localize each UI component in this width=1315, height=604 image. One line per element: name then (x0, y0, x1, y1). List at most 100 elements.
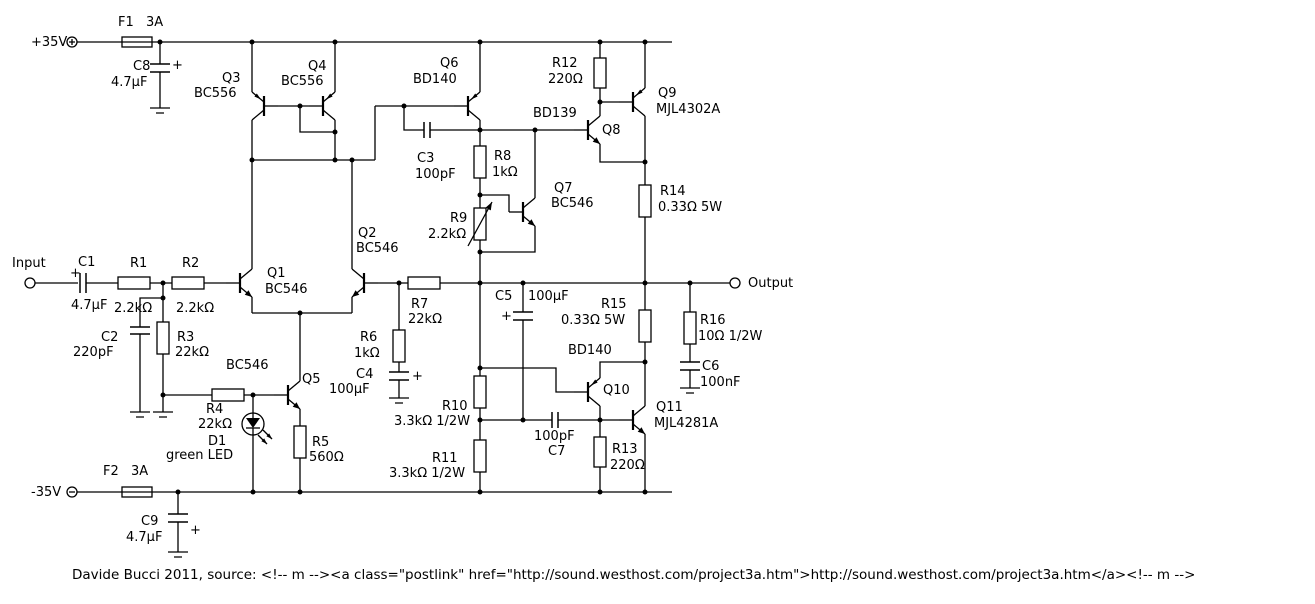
c3-value: 100pF (415, 167, 456, 182)
r5-value: 560Ω (309, 450, 344, 465)
transistor-q9: Q9 MJL4302A (617, 86, 720, 118)
input-label: Input (12, 256, 46, 271)
transistor-q1: Q1 BC546 (224, 266, 308, 299)
c4-ref: C4 (356, 367, 373, 382)
transistor-q7: Q7 BC546 (507, 181, 594, 228)
c6-value: 100nF (700, 375, 741, 390)
c8-plus: + (172, 58, 183, 73)
vneg-terminal: -35V (31, 485, 78, 500)
capacitor-c1: C1 + 4.7µF (70, 255, 107, 313)
q3-value: BC556 (194, 86, 237, 101)
c1-ref: C1 (78, 255, 95, 270)
c4-value: 100µF (329, 382, 370, 397)
c7-ref: C7 (548, 444, 565, 459)
r13-value: 220Ω (610, 458, 645, 473)
q4-ref: Q4 (308, 59, 327, 74)
vneg-label: -35V (31, 485, 61, 500)
q3-ref: Q3 (222, 71, 241, 86)
caption: Davide Bucci 2011, source: <!-- m --><a … (72, 567, 1195, 583)
junction-dots (157, 39, 693, 495)
r15-ref: R15 (601, 297, 627, 312)
r6-ref: R6 (360, 330, 377, 345)
r14-value: 0.33Ω 5W (658, 200, 722, 215)
q5-value: BC546 (226, 358, 269, 373)
c9-ref: C9 (141, 514, 158, 529)
c7-value: 100pF (534, 429, 575, 444)
q1-ref: Q1 (267, 266, 286, 281)
c5-plus: + (501, 309, 512, 324)
q7-value: BC546 (551, 196, 594, 211)
r10-value: 3.3kΩ 1/2W (394, 414, 470, 429)
output-terminal: Output (729, 276, 793, 291)
r14-ref: R14 (660, 184, 686, 199)
q10-value: BD140 (568, 343, 612, 358)
f2-ref: F2 (103, 464, 119, 479)
r8-value: 1kΩ (492, 165, 518, 180)
resistor-r14: R14 0.33Ω 5W (638, 184, 722, 218)
capacitor-c2: C2 220pF (73, 326, 150, 360)
r15-value: 0.33Ω 5W (561, 313, 625, 328)
vpos-label: +35V (31, 35, 67, 50)
c1-value: 4.7µF (71, 298, 107, 313)
q11-ref: Q11 (656, 400, 683, 415)
q6-ref: Q6 (440, 56, 459, 71)
r8-ref: R8 (494, 149, 511, 164)
r7-ref: R7 (411, 297, 428, 312)
f2-value: 3A (131, 464, 148, 479)
resistor-r1: R1 2.2kΩ (114, 256, 152, 316)
resistor-r11: R11 3.3kΩ 1/2W (389, 439, 487, 481)
r12-value: 220Ω (548, 72, 583, 87)
resistor-r6: R6 1kΩ (354, 329, 406, 363)
capacitor-c7: 100pF C7 (534, 412, 575, 459)
r10-ref: R10 (442, 399, 468, 414)
q5-ref: Q5 (302, 372, 321, 387)
fuse-f2: F2 3A (103, 464, 153, 498)
resistor-r12: R12 220Ω (548, 56, 607, 89)
c4-plus: + (412, 369, 423, 384)
resistor-r2: R2 2.2kΩ (171, 256, 214, 316)
r4-ref: R4 (206, 402, 223, 417)
c5-ref: C5 (495, 289, 512, 304)
resistor-r13: R13 220Ω (593, 436, 645, 473)
c9-plus: + (190, 523, 201, 538)
resistor-r5: R5 560Ω (293, 425, 344, 465)
q9-value: MJL4302A (656, 102, 720, 117)
capacitor-c4: C4 100µF + (329, 367, 423, 397)
transistor-q2: Q2 BC546 (350, 226, 399, 299)
c1-plus: + (70, 266, 81, 281)
c2-value: 220pF (73, 345, 114, 360)
resistor-r16: R16 10Ω 1/2W (683, 311, 763, 345)
d1-ref: D1 (208, 434, 226, 449)
r11-value: 3.3kΩ 1/2W (389, 466, 465, 481)
capacitor-c8: C8 4.7µF + (111, 58, 183, 90)
led-d1: D1 green LED (166, 412, 273, 463)
q8-ref: Q8 (602, 123, 621, 138)
transistor-q11: Q11 MJL4281A (617, 400, 718, 436)
q7-ref: Q7 (554, 181, 573, 196)
vpos-terminal: +35V (31, 35, 78, 50)
diode-triangle-icon (246, 418, 260, 428)
led-light-arrows-icon (257, 429, 273, 445)
output-label: Output (748, 276, 793, 291)
c8-value: 4.7µF (111, 75, 147, 90)
transistor-q5: BC546 Q5 (226, 358, 321, 411)
r3-value: 22kΩ (175, 345, 209, 360)
r2-ref: R2 (182, 256, 199, 271)
r4-value: 22kΩ (198, 417, 232, 432)
capacitor-c9: C9 4.7µF + (126, 513, 201, 545)
f1-value: 3A (146, 15, 163, 30)
c9-value: 4.7µF (126, 530, 162, 545)
resistor-r7: R7 22kΩ (407, 276, 442, 327)
r2-value: 2.2kΩ (176, 301, 214, 316)
resistor-r4: R4 22kΩ (198, 388, 245, 432)
q10-ref: Q10 (603, 383, 630, 398)
ground-symbols (130, 107, 700, 558)
transistor-q10: BD140 Q10 (568, 343, 630, 408)
resistor-r8: R8 1kΩ (473, 145, 518, 180)
c3-ref: C3 (417, 151, 434, 166)
q6-value: BD140 (413, 72, 457, 87)
q1-value: BC546 (265, 282, 308, 297)
capacitor-c6: C6 100nF (680, 359, 741, 390)
r1-ref: R1 (130, 256, 147, 271)
transistor-q3: Q3 BC556 (194, 71, 280, 122)
